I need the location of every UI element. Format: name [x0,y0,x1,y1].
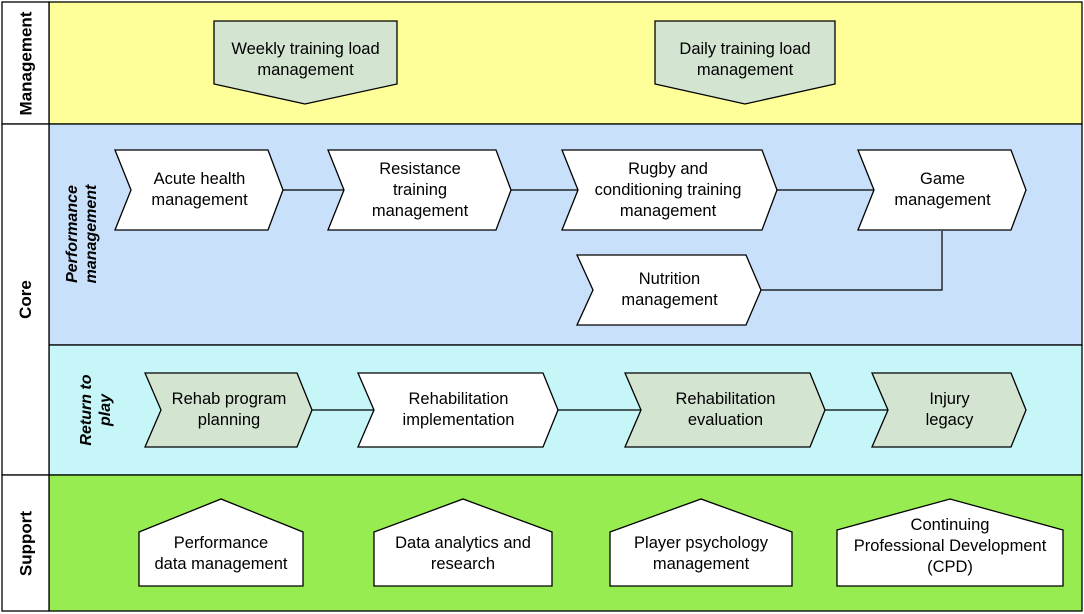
row-label-management: Management [15,11,35,115]
game-shape [857,149,1027,231]
rehab-implementation-shape [357,372,559,448]
nutrition-shape [575,254,762,326]
player-psychology-shape [609,498,793,587]
sublane-label-performance: Performance management [64,184,100,284]
performance-data-shape [138,498,304,587]
daily-load-shape [654,20,836,105]
weekly-load-shape [213,20,398,105]
connector-nutrition-to-game [761,231,943,291]
data-analytics-shape [373,498,553,587]
connectors [283,189,943,411]
rehab-planning-shape [144,372,313,448]
acute-health-shape [114,149,284,231]
management-band [48,1,1083,125]
cpd-shape [836,498,1064,587]
injury-legacy-shape [871,372,1027,448]
row-label-support: Support [15,510,35,576]
rugby-shape [561,149,778,231]
row-label-core: Core [15,280,35,319]
resistance-shape [327,149,512,231]
sublane-label-return-to-play: Return to play [78,374,114,446]
management-label-cell [1,1,50,125]
rehab-evaluation-shape [624,372,826,448]
support-label-cell [1,474,50,612]
